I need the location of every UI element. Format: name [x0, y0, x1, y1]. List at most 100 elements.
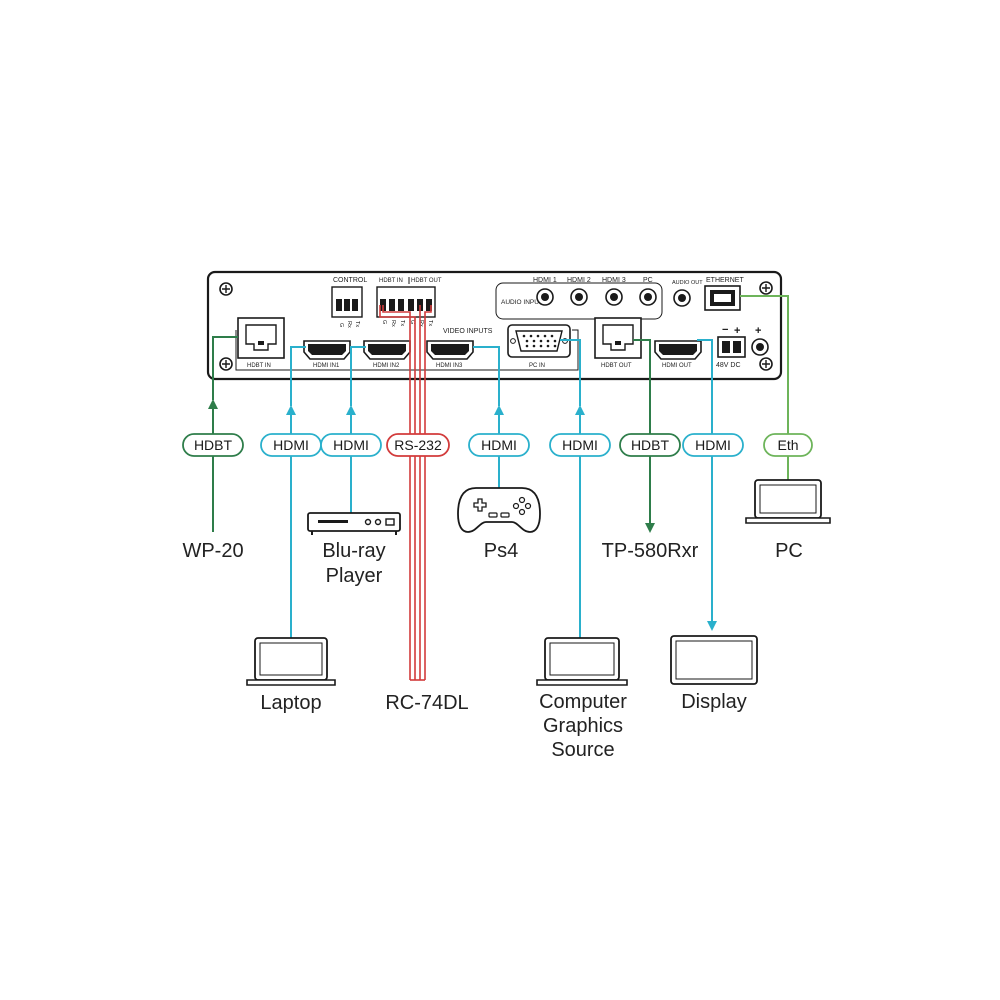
hdmi-out-port-icon[interactable] [654, 340, 702, 360]
signal-labels: HDBT HDMI HDMI RS-232 HDMI HDMI HDBT HD [182, 433, 813, 457]
pill-label: RS-232 [394, 437, 442, 453]
device-label-pc: PC [775, 540, 803, 562]
device-labels: WP-20 Blu-ray Player Ps4 TP-580Rxr PC La… [182, 540, 802, 761]
hdmi-in2-port-icon[interactable] [363, 340, 411, 360]
cable-rs232 [382, 305, 411, 680]
pill-label: HDMI [333, 437, 369, 453]
port-label-hdmi-in3: HDMI IN3 [436, 363, 463, 369]
hdmi-in1-port-icon[interactable] [303, 340, 351, 360]
laptop-icon [246, 637, 336, 686]
pill-eth: Eth [763, 433, 813, 457]
hdbt-in-port-icon[interactable] [237, 317, 285, 359]
ethernet-label: ETHERNET [706, 277, 744, 284]
screw-icon [219, 282, 233, 296]
audio-out-label: AUDIO OUT [672, 280, 703, 286]
ethernet-port-icon[interactable] [704, 285, 741, 311]
pin-label: Rx [418, 320, 424, 327]
pill-label: HDBT [194, 437, 233, 453]
pill-hdmi-cgs: HDMI [549, 433, 611, 457]
audio-jack-icon[interactable] [639, 288, 657, 306]
port-label-hdmi-in1: HDMI IN1 [313, 363, 340, 369]
screw-icon [759, 357, 773, 371]
screw-icon [759, 281, 773, 295]
pill-hdmi-bluray: HDMI [320, 433, 382, 457]
hdbt-out-port-icon[interactable] [594, 317, 642, 359]
hdbt-out-terminal-label: HDBT OUT [411, 278, 442, 284]
device-label-rc74dl: RC-74DL [385, 692, 468, 714]
screw-icon [219, 357, 233, 371]
power-terminal-icon[interactable] [717, 336, 746, 358]
audio-label-hdmi3: HDMI 3 [602, 277, 626, 284]
computer-graphics-source-icon [536, 637, 628, 686]
audio-inputs-label: AUDIO INPUTS [501, 299, 548, 306]
pill-hdbt-tp580: HDBT [619, 433, 681, 457]
pin-label: Tx [427, 320, 433, 326]
pill-hdbt-wp20: HDBT [182, 433, 244, 457]
cable-ps4-into-panel [473, 346, 500, 406]
panel-body [206, 270, 783, 381]
rs232-pin-labels: G Rx Tx G Rx Tx [381, 320, 433, 327]
cable-rs232 [379, 305, 416, 680]
gamepad-icon [457, 487, 541, 533]
cable-cgs-into-panel [560, 339, 581, 406]
pill-label: HDMI [481, 437, 517, 453]
device-label-bluray-line2: Player [326, 565, 383, 587]
device-label-cgs-line3: Source [551, 739, 614, 761]
device-label-laptop: Laptop [260, 692, 321, 714]
audio-label-hdmi1: HDMI 1 [533, 277, 557, 284]
audio-label-pc: PC [643, 277, 653, 284]
pin-label: G [381, 320, 387, 324]
hdmi-in3-port-icon[interactable] [426, 340, 474, 360]
port-label-hdbt-in: HDBT IN [247, 363, 271, 369]
port-label-hdmi-out: HDMI OUT [662, 363, 692, 369]
power-label: 48V DC [716, 362, 741, 369]
pill-label: HDBT [631, 437, 670, 453]
port-label-hdmi-in2: HDMI IN2 [373, 363, 400, 369]
pill-hdmi-ps4: HDMI [468, 433, 530, 457]
cable-laptop-into-panel [290, 346, 306, 406]
pin-label: Rx [390, 320, 396, 327]
video-inputs-bracket [235, 329, 579, 371]
device-label-cgs-line1: Computer [539, 691, 627, 713]
audio-jack-icon[interactable] [605, 288, 623, 306]
audio-out-jack-icon[interactable] [673, 289, 691, 307]
cable-rs232 [424, 305, 432, 680]
pin-label: G [338, 323, 344, 327]
pin-label: Rx [346, 321, 352, 328]
audio-jack-icon[interactable] [536, 288, 554, 306]
device-label-cgs-line2: Graphics [543, 715, 623, 737]
pill-hdmi-laptop: HDMI [260, 433, 322, 457]
cable-wp20-into-panel [212, 336, 238, 400]
pin-label: Tx [399, 320, 405, 326]
pill-rs232: RS-232 [386, 433, 450, 457]
pin-label: Tx [354, 321, 360, 327]
port-label-pc-in: PC IN [529, 363, 545, 369]
port-label-hdbt-out: HDBT OUT [601, 363, 632, 369]
cable-eth [740, 295, 789, 482]
control-pin-labels: G Rx Tx [338, 321, 360, 328]
pin-label: G [409, 320, 415, 324]
audio-jack-icon[interactable] [570, 288, 588, 306]
device-label-tp580: TP-580Rxr [602, 540, 699, 562]
bluray-player-icon [307, 512, 401, 535]
display-monitor-icon [670, 635, 758, 685]
pill-label: Eth [777, 437, 798, 453]
device-label-bluray-line1: Blu-ray [322, 540, 385, 562]
hdbt-in-terminal-label: HDBT IN [379, 278, 403, 284]
pc-laptop-icon [745, 479, 831, 524]
video-inputs-label: VIDEO INPUTS [443, 328, 493, 335]
audio-label-hdmi2: HDMI 2 [567, 277, 591, 284]
rear-panel: CONTROL G Rx Tx HDBT IN HDBT OUT G Rx Tx… [206, 270, 783, 381]
pill-hdmi-display: HDMI [682, 433, 744, 457]
control-label: CONTROL [333, 277, 367, 284]
cable-tp580 [633, 339, 655, 533]
ground-terminal-icon[interactable] [751, 338, 769, 356]
device-label-wp20: WP-20 [182, 540, 243, 562]
polarity-plus: + [734, 325, 740, 337]
device-label-ps4: Ps4 [484, 540, 518, 562]
cable-bluray-into-panel [350, 346, 366, 406]
ground-plus-label: + [755, 325, 761, 337]
pill-label: HDMI [562, 437, 598, 453]
polarity-minus: − [722, 324, 728, 336]
